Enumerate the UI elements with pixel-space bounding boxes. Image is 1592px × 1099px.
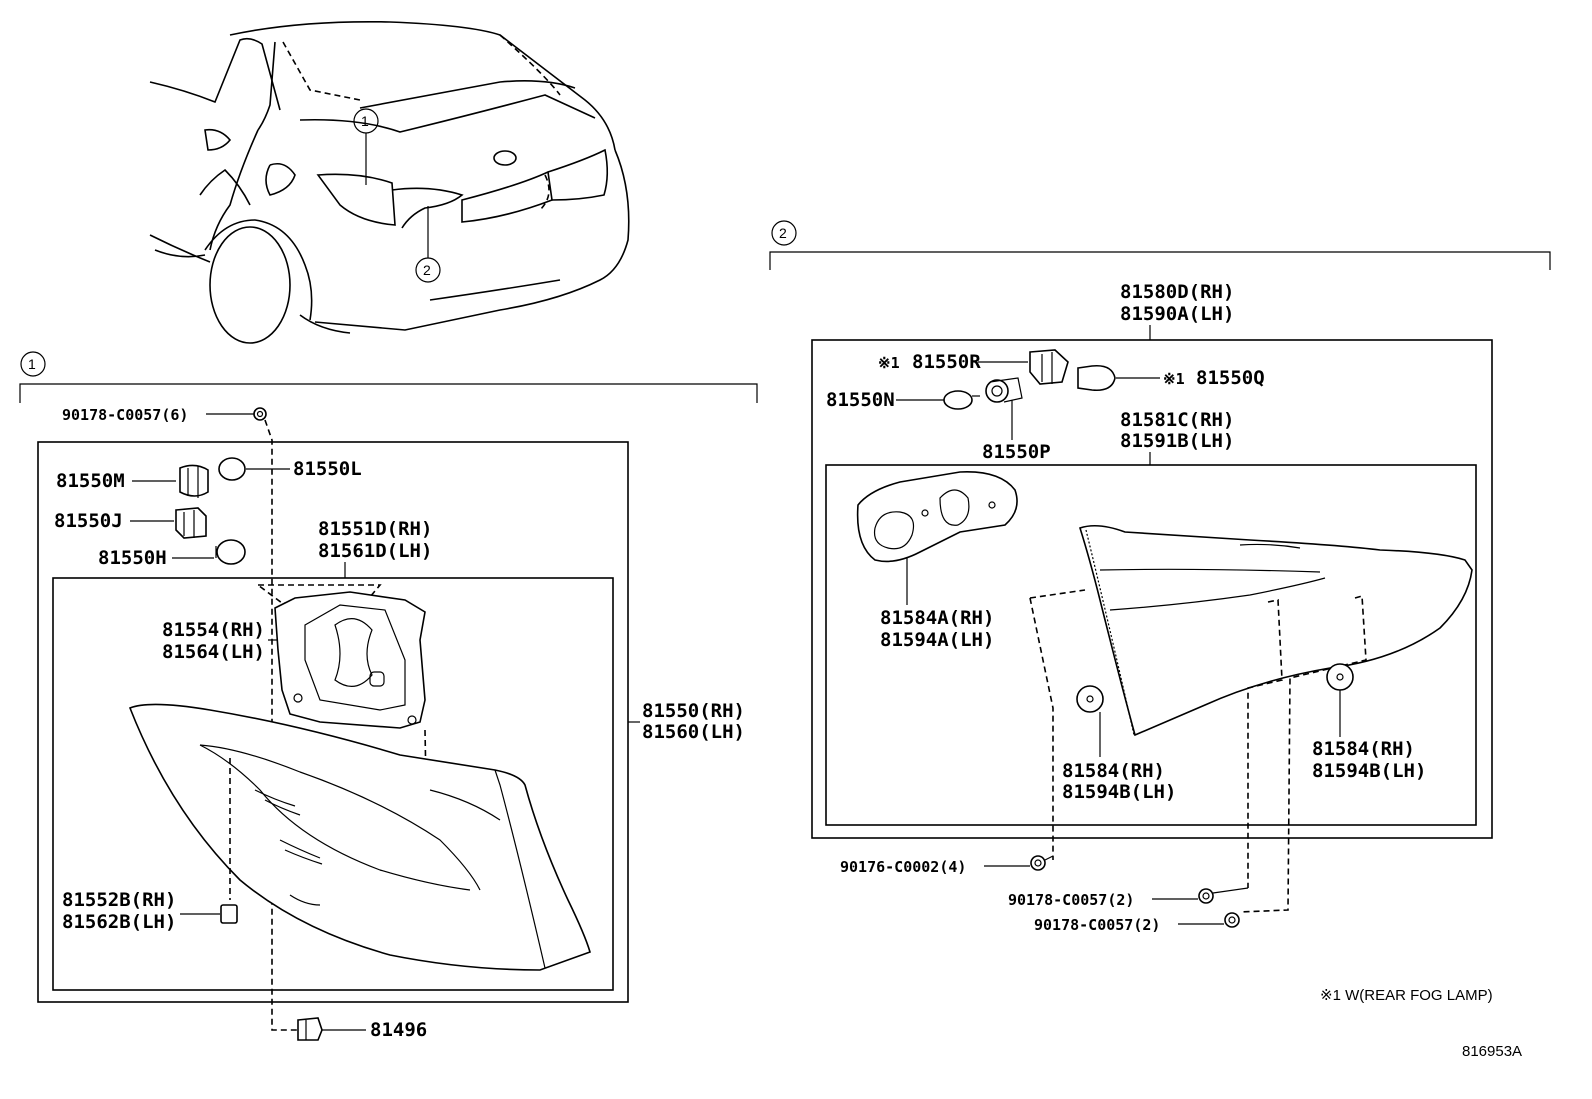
- nut-90178-a-icon: [1198, 888, 1214, 904]
- section-1-bracket: [19, 383, 758, 403]
- inner-lamp-body-icon: [1079, 524, 1473, 737]
- socket-81550J-icon: [175, 507, 207, 539]
- label-90178-c0057-2-a: 90178-C0057(2): [1008, 891, 1134, 909]
- subassembly-box-81551D: [52, 577, 614, 991]
- label-81550L: 81550L: [293, 458, 362, 480]
- nut-90178-icon: [253, 407, 267, 421]
- socket-81550M-icon: [179, 464, 209, 497]
- figure-id: 816953A: [1462, 1043, 1522, 1060]
- label-81594B-lh-b: 81594B(LH): [1312, 760, 1426, 782]
- grommet-81584-a-icon: [1076, 685, 1104, 713]
- nut-90178-b-icon: [1224, 912, 1240, 928]
- label-81550R: 81550R: [912, 351, 981, 373]
- footnote-rear-fog-lamp: ※1 W(REAR FOG LAMP): [1320, 987, 1493, 1004]
- label-81562B-lh: 81562B(LH): [62, 911, 176, 933]
- label-81554-rh: 81554(RH): [162, 619, 265, 641]
- label-90178-c0057-6: 90178-C0057(6): [62, 406, 188, 424]
- label-81584-rh-b: 81584(RH): [1312, 738, 1415, 760]
- assembly-box-81580D: [811, 339, 1493, 839]
- label-81551D-rh: 81551D(RH): [318, 518, 432, 540]
- mark-81550Q: ※1: [1163, 370, 1185, 388]
- label-90176-c0002-4: 90176-C0002(4): [840, 858, 966, 876]
- label-81550Q: 81550Q: [1196, 367, 1265, 389]
- tail-lamp-outer-icon: [128, 703, 591, 971]
- label-81584A-rh: 81584A(RH): [880, 607, 994, 629]
- label-81496: 81496: [370, 1019, 427, 1041]
- socket-81550P-icon: [985, 379, 1009, 403]
- callout-2-marker: [415, 257, 441, 283]
- label-90178-c0057-2-b: 90178-C0057(2): [1034, 916, 1160, 934]
- label-81594B-lh-a: 81594B(LH): [1062, 781, 1176, 803]
- section-1-outer-lamp: 1 90178-C0057(6) 81550M 81550L 81550J 81…: [19, 351, 758, 1041]
- section-1-callout-label: 1: [28, 356, 36, 372]
- section-2-bracket: [769, 251, 1551, 270]
- callout-1-marker: [353, 108, 379, 134]
- callout-2-label: 2: [423, 262, 431, 278]
- bulb-81550H-icon: [216, 539, 246, 565]
- clip-81496-icon: [297, 1017, 323, 1041]
- socket-81550R-icon: [1029, 349, 1069, 385]
- section-2-callout: [771, 220, 797, 246]
- label-81561D-lh: 81561D(LH): [318, 540, 432, 562]
- bulb-81550Q-icon: [1077, 364, 1116, 392]
- nut-90176-icon: [1030, 855, 1046, 871]
- label-81550P: 81550P: [982, 441, 1051, 463]
- gasket-81554-icon: [274, 591, 426, 729]
- subassembly-box-81581C: [825, 464, 1477, 826]
- section-2-callout-label: 2: [779, 225, 787, 241]
- label-81580D-rh: 81580D(RH): [1120, 281, 1234, 303]
- label-81584-rh-a: 81584(RH): [1062, 760, 1165, 782]
- label-81552B-rh: 81552B(RH): [62, 889, 176, 911]
- section-1-callout: [20, 351, 46, 377]
- grommet-81584-b-icon: [1326, 663, 1354, 691]
- label-81550J: 81550J: [54, 510, 123, 532]
- plug-81552B-icon: [220, 904, 238, 924]
- label-81550M: 81550M: [56, 470, 125, 492]
- bulb-81550L-icon: [218, 457, 246, 481]
- callout-1-label: 1: [361, 113, 369, 129]
- mark-81550R: ※1: [878, 354, 900, 372]
- label-81550H: 81550H: [98, 547, 167, 569]
- label-81550-rh: 81550(RH): [642, 700, 745, 722]
- bulb-81550N-icon: [943, 390, 973, 410]
- label-81550N: 81550N: [826, 389, 895, 411]
- label-81560-lh: 81560(LH): [642, 721, 745, 743]
- label-81564-lh: 81564(LH): [162, 641, 265, 663]
- gasket-81584A-icon: [856, 471, 1018, 563]
- label-81594A-lh: 81594A(LH): [880, 629, 994, 651]
- label-81591B-lh: 81591B(LH): [1120, 430, 1234, 452]
- label-81590A-lh: 81590A(LH): [1120, 303, 1234, 325]
- label-81581C-rh: 81581C(RH): [1120, 409, 1234, 431]
- car-rear-overview: 1 2: [149, 20, 630, 344]
- section-2-inner-lamp: 2 81580D(RH) 81590A(LH) ※1 81550R ※1 815…: [769, 220, 1551, 934]
